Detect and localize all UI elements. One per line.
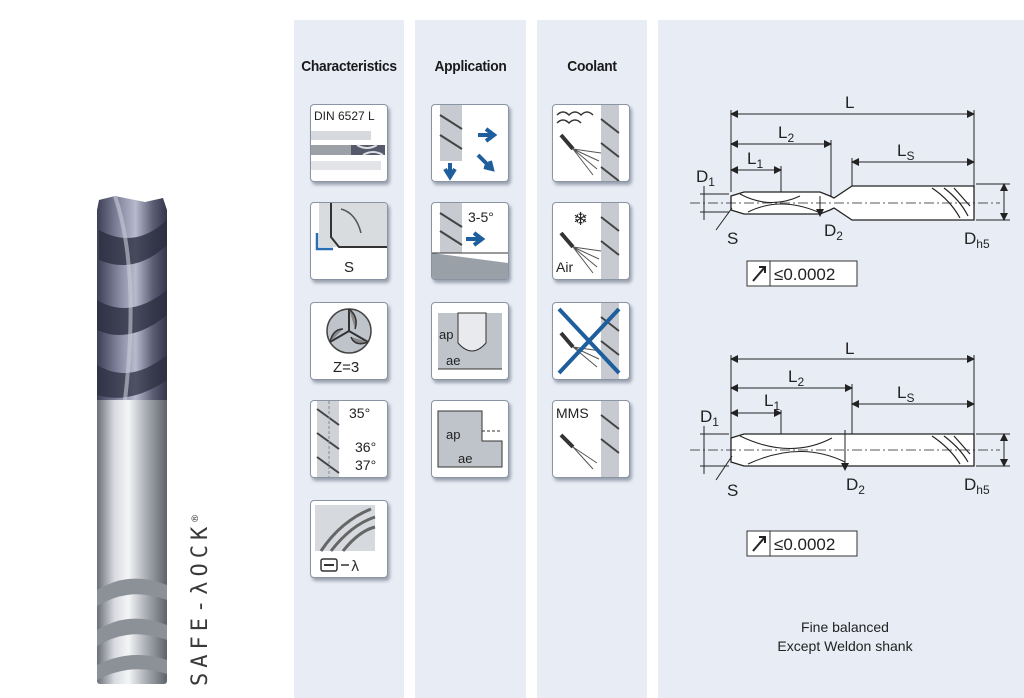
- mms-spray-icon: [559, 401, 620, 477]
- safe-lock-wordmark: SAFE-λOCK®: [188, 515, 213, 686]
- note-except-weldon: Except Weldon shank: [777, 638, 913, 654]
- helix-label-36: 36°: [355, 439, 377, 455]
- runout-arrow-icon: [752, 266, 766, 282]
- svg-text:❄: ❄: [573, 209, 588, 230]
- dim-L2-bottom: L2: [788, 367, 804, 389]
- dim-Dh5-bottom: Dh5: [964, 475, 990, 497]
- drawing-top: [690, 110, 1010, 231]
- corner-label: S: [344, 259, 355, 276]
- technical-drawings: L L2 L1 LS D1 D2 Dh5 S ≤0.0002: [690, 93, 1010, 557]
- three-flute-icon: [326, 308, 372, 354]
- dim-L1-bottom: L1: [764, 391, 780, 413]
- air-spray-icon: ❄: [559, 203, 620, 279]
- drawing-bottom: [690, 355, 1010, 481]
- helix-label-37: 37°: [355, 457, 377, 473]
- dim-D1-top: D1: [696, 167, 715, 189]
- drilling-arrows-icon: [439, 105, 498, 181]
- dim-L1-top: L1: [747, 149, 763, 171]
- dim-L-bottom: L: [845, 339, 854, 358]
- air-tile: ❄ Air: [552, 202, 630, 280]
- shoulder-ap-label: ap: [446, 427, 461, 442]
- note-fine-balanced: Fine balanced: [801, 619, 889, 635]
- runout-value-top: ≤0.0002: [774, 265, 835, 284]
- dim-Ls-bottom: LS: [897, 383, 914, 405]
- chamfer-corner-icon: [315, 203, 387, 251]
- shoulder-icon: [437, 410, 503, 468]
- shoulder-milling-tile: ap ae: [431, 400, 509, 478]
- dry-no-coolant-icon: [557, 303, 621, 379]
- dim-L-top: L: [845, 93, 854, 112]
- runout-arrow-icon: [752, 536, 766, 552]
- end-mill-stack-icon: [311, 131, 385, 170]
- slot-ap-label: ap: [439, 327, 454, 342]
- drilling-slotting-tile: [431, 104, 509, 182]
- runout-box-bottom: ≤0.0002: [746, 530, 858, 557]
- ramp-angle-label: 3-5°: [468, 209, 494, 225]
- helix-angles-tile: 35° 36° 37°: [310, 400, 388, 478]
- corner-chamfer-tile: S: [310, 202, 388, 280]
- dim-D2-bottom: D2: [846, 475, 865, 497]
- dry-tile: [552, 302, 630, 380]
- slot-ae-label: ae: [446, 353, 461, 368]
- helix-label-35: 35°: [349, 405, 371, 421]
- shoulder-ae-label: ae: [458, 451, 473, 466]
- mms-label: MMS: [556, 405, 589, 421]
- air-label: Air: [556, 259, 574, 275]
- din-standard-tile: DIN 6527 L: [310, 104, 388, 182]
- application-title: Application: [434, 58, 507, 75]
- helix-icon: [316, 401, 340, 477]
- dim-Dh5-top: Dh5: [964, 229, 990, 251]
- safe-lock-tile: λ: [310, 500, 388, 578]
- flute-count-tile: Z=3: [310, 302, 388, 380]
- dim-Ls-top: LS: [897, 141, 914, 163]
- coolant-title: Coolant: [567, 58, 617, 75]
- ramping-tile: 3-5°: [431, 202, 509, 280]
- dim-S-top: S: [727, 229, 738, 248]
- svg-text:λ: λ: [351, 559, 359, 575]
- dim-S-bottom: S: [727, 481, 738, 500]
- din-label: DIN 6527 L: [314, 109, 375, 123]
- emulsion-tile: [552, 104, 630, 182]
- mms-tile: MMS: [552, 400, 630, 478]
- slot-icon: [438, 312, 502, 370]
- ramping-icon: [432, 203, 508, 279]
- runout-box-top: ≤0.0002: [746, 260, 858, 287]
- flute-label: Z=3: [333, 359, 360, 376]
- characteristics-title: Characteristics: [301, 58, 397, 75]
- drawing-bottom-labels: L L2 L1 LS D1 D2 Dh5 S: [700, 339, 990, 500]
- slot-milling-tile: ap ae: [431, 302, 509, 380]
- safe-lock-shank-icon: λ: [315, 505, 376, 575]
- drawing-top-labels: L L2 L1 LS D1 D2 Dh5 S: [696, 93, 990, 251]
- end-mill-photo: [97, 195, 167, 684]
- dim-D1-bottom: D1: [700, 407, 719, 429]
- emulsion-spray-icon: [556, 105, 620, 181]
- dim-L2-top: L2: [778, 123, 794, 145]
- runout-value-bottom: ≤0.0002: [774, 535, 835, 554]
- dim-D2-top: D2: [824, 221, 843, 243]
